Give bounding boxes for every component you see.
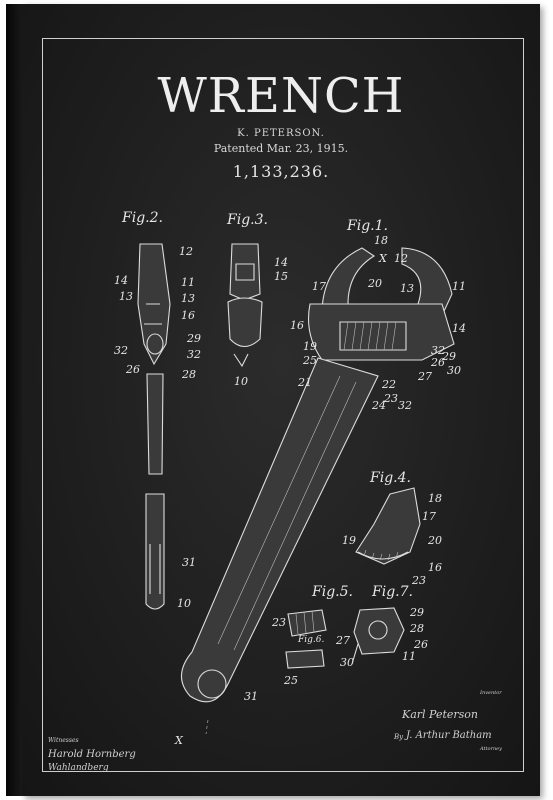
fig1-caption: Fig.1. [346,218,388,234]
fig7-labels: 29 28 26 11 [402,606,428,663]
svg-text:26: 26 [413,638,428,651]
svg-text:32: 32 [187,348,201,361]
svg-text:16: 16 [290,319,304,332]
svg-text:29: 29 [409,606,424,619]
svg-text:26: 26 [125,363,140,376]
patent-inventor: K. PETERSON. [237,128,325,139]
fig3-drawing [227,243,263,368]
inventor-signature: Karl Peterson [401,708,478,721]
svg-text:11: 11 [452,280,466,293]
svg-text:18: 18 [428,492,442,505]
patent-number: 1,133,236. [232,162,330,181]
fig1-drawing [180,247,455,735]
svg-text:16: 16 [428,561,442,574]
svg-text:25: 25 [283,674,298,687]
svg-text:30: 30 [340,656,354,669]
patent-drawing: Fig.2. Fig.3. Fig.1. Fig.4. Fig.5. Fig.7… [47,210,502,773]
svg-text:12: 12 [394,252,408,265]
svg-text:11: 11 [181,276,195,289]
svg-text:12: 12 [179,245,193,258]
canvas-print: WRENCH K. PETERSON. Patented Mar. 23, 19… [22,4,540,796]
svg-text:29: 29 [441,350,456,363]
attorney-signature: J. Arthur Batham [404,730,492,741]
patent-title: WRENCH [157,68,405,124]
svg-text:20: 20 [367,277,382,290]
svg-text:24: 24 [371,399,386,412]
svg-text:16: 16 [181,309,195,322]
svg-text:32: 32 [114,344,128,357]
svg-text:14: 14 [452,322,466,335]
svg-text:26: 26 [430,356,445,369]
fig3-caption: Fig.3. [226,212,268,228]
fig5-caption: Fig.5. [311,584,353,600]
fig2-labels: 12 14 13 11 13 16 29 32 32 26 28 31 10 [114,245,201,610]
svg-text:X: X [378,252,388,265]
witness-signature-1: Harold Hornberg [47,749,136,760]
svg-text:10: 10 [177,597,191,610]
svg-text:17: 17 [422,510,436,523]
border-frame [42,38,524,772]
svg-text:28: 28 [181,368,196,381]
svg-text:17: 17 [312,280,326,293]
fig3-labels: 14 15 10 [234,256,288,388]
svg-text:19: 19 [303,340,317,353]
svg-text:29: 29 [186,332,201,345]
svg-text:27: 27 [417,370,432,383]
svg-text:15: 15 [274,270,288,283]
svg-text:31: 31 [244,690,258,703]
svg-text:25: 25 [302,354,317,367]
svg-text:23: 23 [383,392,398,405]
svg-text:13: 13 [181,292,195,305]
patent-date: Patented Mar. 23, 1915. [213,142,349,155]
svg-text:20: 20 [427,534,442,547]
svg-text:28: 28 [409,622,424,635]
svg-text:13: 13 [400,282,414,295]
svg-text:18: 18 [374,234,388,247]
svg-text:10: 10 [234,375,248,388]
fig1-labels: 18 X 12 17 20 13 11 16 14 19 25 32 26 29… [174,234,466,747]
witness-signature-2: Wahlandberg [48,763,109,773]
fig4-drawing [355,487,421,565]
svg-text:11: 11 [402,650,416,663]
fig2-drawing [137,243,171,610]
fig4-caption: Fig.4. [369,470,411,486]
svg-text:19: 19 [342,534,356,547]
svg-text:32: 32 [431,344,445,357]
inventor-label: Inventor [479,690,502,696]
svg-text:21: 21 [297,376,312,389]
svg-text:23: 23 [411,574,426,587]
signature-block: Witnesses Harold Hornberg Wahlandberg In… [47,690,502,773]
fig5-labels: 23 27 30 25 [271,616,354,687]
svg-text:X: X [174,734,184,747]
svg-text:23: 23 [271,616,286,629]
fig6-caption: Fig.6. [297,635,324,645]
svg-text:13: 13 [119,290,133,303]
svg-text:30: 30 [447,364,461,377]
fig5-drawing [285,609,327,669]
canvas-edge [6,4,22,796]
fig2-caption: Fig.2. [121,210,163,226]
fig7-caption: Fig.7. [371,584,413,600]
svg-text:14: 14 [274,256,288,269]
svg-text:27: 27 [335,634,350,647]
attorney-label: Attorney [479,746,502,752]
witnesses-label: Witnesses [48,737,79,744]
svg-text:32: 32 [398,399,412,412]
fig7-drawing [351,607,405,665]
svg-text:31: 31 [182,556,196,569]
fig4-labels: 18 17 20 19 16 23 [342,492,442,587]
by-label: By [393,733,404,741]
svg-text:22: 22 [381,378,396,391]
svg-text:14: 14 [114,274,128,287]
